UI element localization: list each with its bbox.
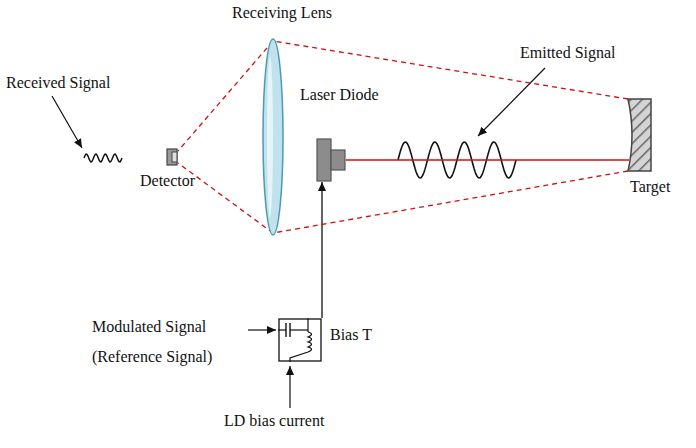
detector-outline	[166, 148, 178, 166]
node-label: Bias T	[330, 326, 372, 344]
drive-arrow	[321, 182, 322, 318]
node-label: Detector	[140, 172, 195, 190]
bias-tee-box-outline	[278, 318, 322, 362]
signal-arrow	[248, 329, 276, 330]
light-path	[178, 41, 273, 233]
label-text: Modulated Signal	[92, 318, 206, 335]
label-text: Received Signal	[6, 74, 110, 91]
laser-diode-outline	[316, 138, 346, 182]
signal-label: Modulated Signal	[92, 318, 206, 336]
node-label-text: Receiving Lens	[232, 4, 332, 21]
received-wave	[84, 154, 122, 162]
node-label: Target	[630, 178, 670, 196]
node-label-text: Bias T	[330, 326, 372, 343]
node-label: Laser Diode	[300, 86, 379, 104]
detector: Detector	[166, 148, 178, 166]
signal-label: Received Signal	[6, 74, 110, 92]
bias-tee-box: Bias T	[278, 318, 322, 362]
laser-beam	[346, 159, 629, 161]
leader-arrow	[52, 96, 82, 148]
node-label-text: Target	[630, 178, 670, 195]
node-label: Receiving Lens	[232, 4, 332, 22]
signal-label: (Reference Signal)	[92, 348, 212, 366]
receiving-lens: Receiving Lens	[262, 38, 284, 236]
light-path	[273, 41, 628, 233]
label-text: LD bias current	[224, 412, 324, 429]
node-label-text: Detector	[140, 172, 195, 189]
receiving-lens-outline	[262, 38, 284, 236]
target: Target	[620, 98, 652, 172]
target-outline	[620, 98, 652, 172]
signal-label: Emitted Signal	[520, 44, 616, 62]
laser-diode: Laser Diode	[316, 138, 346, 182]
label-text: Emitted Signal	[520, 44, 616, 61]
signal-arrow	[289, 366, 290, 408]
leader-arrow	[478, 68, 545, 136]
node-label-text: Laser Diode	[300, 86, 379, 103]
label-text: (Reference Signal)	[92, 348, 212, 365]
current-label: LD bias current	[224, 412, 324, 430]
